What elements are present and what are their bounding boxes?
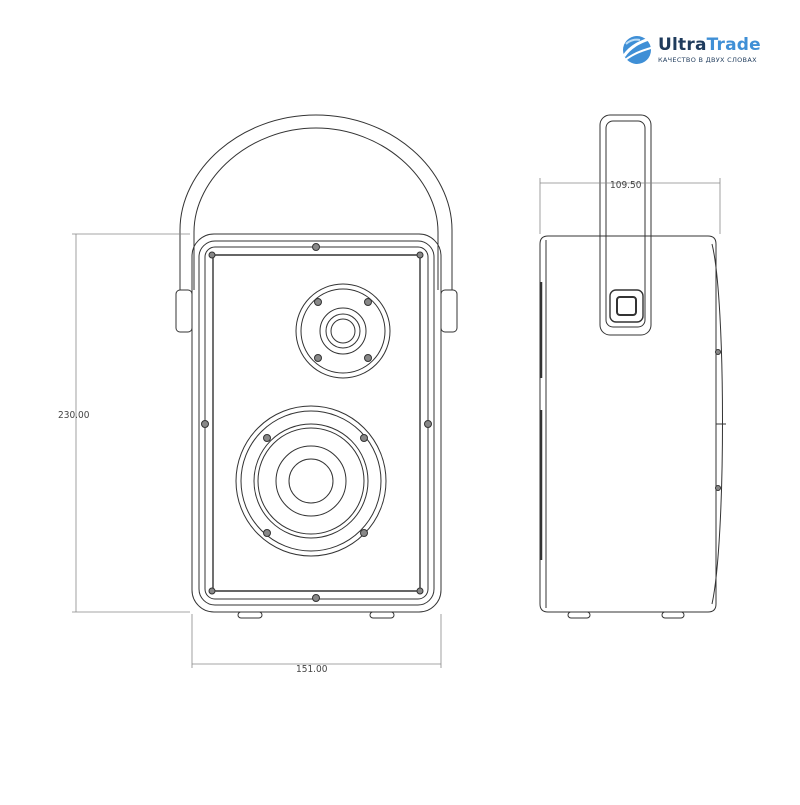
screw xyxy=(201,420,209,428)
foot-left xyxy=(237,611,263,619)
brand-name-part1: Ultra xyxy=(658,35,707,55)
screw xyxy=(208,251,216,259)
woofer xyxy=(235,405,387,557)
side-view xyxy=(539,114,726,619)
side-screws xyxy=(715,349,721,491)
height-dimension-label: 230.00 xyxy=(58,410,90,421)
speaker-body xyxy=(191,233,442,613)
brand-name: UltraTrade xyxy=(658,35,761,55)
frame-screws xyxy=(201,243,432,602)
brand-logo: UltraTrade КАЧЕСТВО В ДВУХ СЛОВАХ xyxy=(622,34,772,70)
side-body xyxy=(539,235,717,613)
handle-outer xyxy=(179,114,453,290)
screw xyxy=(208,587,216,595)
tweeter-screws xyxy=(314,298,372,362)
speaker-panel xyxy=(212,254,421,592)
side-foot-right xyxy=(661,611,685,619)
side-bulge xyxy=(711,243,723,605)
foot-right xyxy=(369,611,395,619)
handle-pivot-right xyxy=(440,289,458,333)
woofer-screws xyxy=(263,434,368,537)
handle-latch xyxy=(609,289,644,323)
brand-name-part2: Trade xyxy=(706,35,761,55)
brand-tagline: КАЧЕСТВО В ДВУХ СЛОВАХ xyxy=(658,56,757,64)
handle-latch-inner xyxy=(616,296,637,316)
front-view xyxy=(175,114,458,619)
screw xyxy=(312,243,320,251)
handle-pivot-left xyxy=(175,289,193,333)
screw xyxy=(312,594,320,602)
speaker-bezel xyxy=(198,240,435,606)
handle-inner xyxy=(193,127,439,290)
side-foot-left xyxy=(567,611,591,619)
screw xyxy=(416,587,424,595)
globe-logo-icon xyxy=(622,36,655,64)
screw xyxy=(424,420,432,428)
dimension-lines xyxy=(72,178,721,668)
depth-dimension-label: 109.50 xyxy=(610,180,642,191)
side-handle-inner xyxy=(605,120,646,328)
screw xyxy=(416,251,424,259)
side-handle xyxy=(599,114,652,336)
width-dimension-label: 151.00 xyxy=(296,664,328,675)
tweeter xyxy=(295,283,391,379)
